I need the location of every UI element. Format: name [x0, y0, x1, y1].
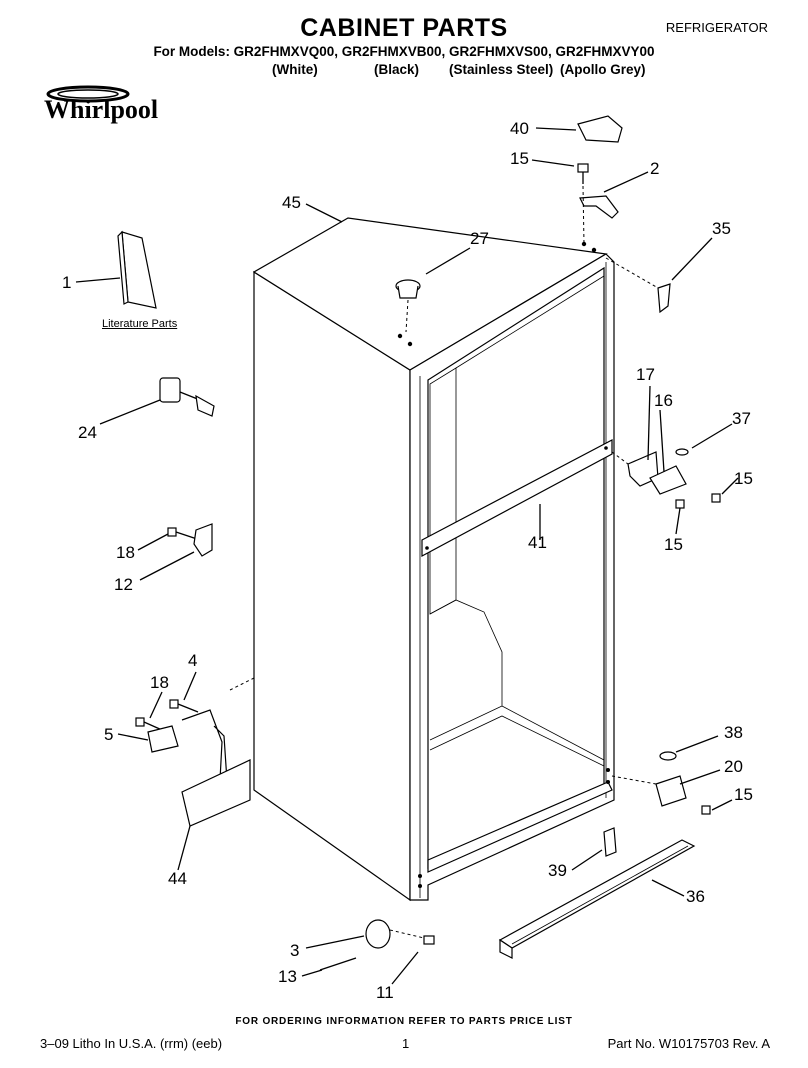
page-title: CABINET PARTS — [300, 14, 508, 42]
callout-41: 41 — [528, 533, 547, 552]
color-stainless: (Stainless Steel) — [449, 62, 554, 77]
hinge-bracket-5 — [147, 725, 179, 753]
page-number: 1 — [402, 1036, 410, 1051]
hinge-bracket — [579, 195, 619, 219]
callout-38: 38 — [724, 723, 743, 742]
callout-45: 45 — [282, 193, 301, 212]
callout-17: 17 — [636, 365, 655, 384]
callout-24: 24 — [78, 423, 97, 442]
callout-36: 36 — [686, 887, 705, 906]
whirlpool-logo: Whirlpool — [44, 85, 158, 124]
callout-16: 16 — [654, 391, 673, 410]
callout-18: 18 — [116, 543, 135, 562]
part-number: Part No. W10175703 Rev. A — [607, 1036, 770, 1051]
literature-parts-label: Literature Parts — [102, 318, 178, 330]
callout-40: 40 — [510, 119, 529, 138]
callout-11: 11 — [376, 983, 394, 1002]
trim-clip — [657, 283, 671, 314]
top-cap — [577, 115, 623, 143]
center-hinge-screws — [675, 493, 721, 509]
callout-15: 15 — [510, 149, 529, 168]
roller-screw-11 — [423, 935, 435, 945]
callout-27: 27 — [470, 229, 489, 248]
color-white: (White) — [272, 62, 318, 77]
ordering-note: FOR ORDERING INFORMATION REFER TO PARTS … — [235, 1016, 573, 1027]
callout-35: 35 — [712, 219, 731, 238]
callout-20: 20 — [724, 757, 743, 776]
toe-grille — [498, 839, 696, 959]
top-plug — [395, 279, 421, 299]
washer-37 — [675, 448, 689, 456]
grille-clip — [603, 827, 617, 857]
lower-hinge-screws — [135, 699, 199, 731]
callout-3: 3 — [290, 941, 300, 960]
color-black: (Black) — [374, 62, 420, 77]
callout-39: 39 — [548, 861, 567, 880]
callout-37: 37 — [732, 409, 751, 428]
category-label: REFRIGERATOR — [665, 20, 768, 35]
callout-5: 5 — [104, 725, 114, 744]
callout-4: 4 — [188, 651, 198, 670]
callout-44: 44 — [168, 869, 187, 888]
leader-lines — [75, 127, 739, 985]
center-hinge-16 — [649, 465, 687, 495]
upper-hinge-plate — [193, 523, 213, 557]
callout-1: 1 — [62, 273, 72, 292]
print-info: 3–09 Litho In U.S.A. (rrm) (eeb) — [40, 1036, 223, 1051]
divider-bar — [421, 439, 613, 558]
callout-13: 13 — [278, 967, 297, 986]
color-apollo-grey: (Apollo Grey) — [560, 62, 646, 77]
lower-hinge-screw — [701, 805, 711, 815]
roller-3 — [365, 919, 391, 949]
models-line: For Models: GR2FHMXVQ00, GR2FHMXVB00, GR… — [153, 44, 655, 59]
roller-pin-13 — [319, 957, 357, 971]
top-hinge-screw — [577, 163, 589, 184]
lower-hinge-20 — [655, 775, 687, 807]
callout-2: 2 — [650, 159, 660, 178]
callout-15: 15 — [734, 469, 753, 488]
callout-12: 12 — [114, 575, 133, 594]
logo-text: Whirlpool — [44, 95, 158, 124]
cabinet — [252, 217, 615, 902]
washer-38 — [659, 751, 677, 761]
callout-15: 15 — [664, 535, 683, 554]
callout-18: 18 — [150, 673, 169, 692]
leveling-leg — [159, 377, 215, 417]
callout-15: 15 — [734, 785, 753, 804]
